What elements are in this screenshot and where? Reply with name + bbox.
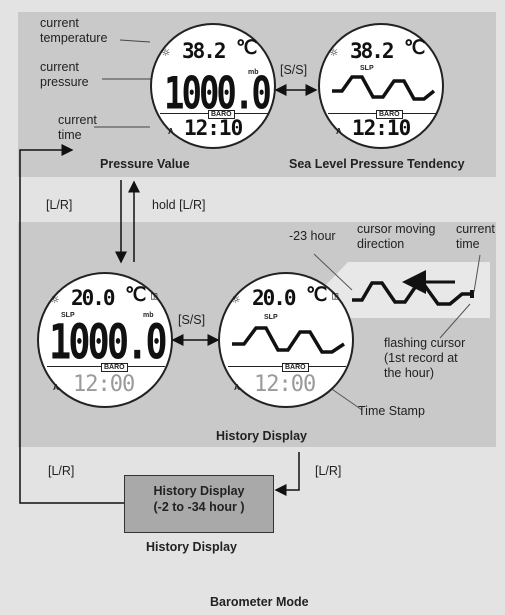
calendar-icon: ◫ xyxy=(332,291,339,302)
label-pressure-value: Pressure Value xyxy=(100,157,190,171)
watch-pressure-value: ☼ 38.2 ℃ mb 1000.0 BARO A 12:10 xyxy=(150,23,276,149)
label-time-stamp: Time Stamp xyxy=(358,404,425,418)
label-history-display-bottom: History Display xyxy=(146,540,238,554)
watch3-alarm: A xyxy=(53,383,59,392)
label-slp-tendency: Sea Level Pressure Tendency xyxy=(289,157,465,171)
watch4-slp: SLP xyxy=(264,314,278,321)
sun-cloud-icon: ☼ xyxy=(162,46,170,61)
label-lr-bottom-right: [L/R] xyxy=(315,464,342,478)
sun-cloud-icon: ☼ xyxy=(51,293,59,308)
watch4-time: 12:00 xyxy=(254,372,316,397)
watch2-alarm: A xyxy=(336,127,342,136)
watch1-mb: mb xyxy=(248,69,259,76)
watch2-temperature: 38.2 xyxy=(350,39,395,63)
watch1-temp-unit: ℃ xyxy=(236,37,258,59)
watch4-temperature: 20.0 xyxy=(252,286,297,310)
label-history-display-mid: History Display xyxy=(216,429,308,443)
watch3-mb: mb xyxy=(143,312,154,319)
history-display-box: History Display(-2 to -34 hour ) xyxy=(124,475,274,533)
watch3-temp-unit: ℃ xyxy=(125,284,147,306)
watch-history-pressure: ☼ 20.0 ℃ ◫ SLP mb 1000.0 BARO A 12:00 xyxy=(37,272,173,408)
watch2-time: 12:10 xyxy=(352,116,411,140)
watch1-time: 12:10 xyxy=(184,116,243,140)
label-barometer-mode: Barometer Mode xyxy=(210,595,309,609)
label-ss-top: [S/S] xyxy=(280,63,308,77)
watch3-slp: SLP xyxy=(61,312,75,319)
label-hold-lr: hold [L/R] xyxy=(152,198,206,212)
watch4-tendency-graph xyxy=(232,326,345,354)
watch-slp-tendency: ☼ 38.2 ℃ SLP BARO A 12:10 xyxy=(318,23,444,149)
watch2-temp-unit: ℃ xyxy=(404,37,426,59)
watch3-baro: BARO xyxy=(101,363,128,372)
sun-cloud-icon: ☼ xyxy=(232,293,240,308)
watch4-baro: BARO xyxy=(282,363,309,372)
watch-history-tendency: ☼ 20.0 ℃ ◫ SLP BARO A 12:00 xyxy=(218,272,354,408)
watch4-alarm: A xyxy=(234,383,240,392)
watch1-alarm: A xyxy=(168,127,174,136)
watch3-temperature: 20.0 xyxy=(71,286,116,310)
watch2-tendency-graph xyxy=(332,75,436,101)
sun-cloud-icon: ☼ xyxy=(330,46,338,61)
watch2-slp: SLP xyxy=(360,65,374,72)
label-lr-left: [L/R] xyxy=(46,198,73,212)
watch3-pressure: 1000.0 xyxy=(49,314,168,370)
label-minus23-hour: -23 hour xyxy=(289,229,336,243)
watch1-baro: BARO xyxy=(208,110,235,119)
watch3-time: 12:00 xyxy=(73,372,135,397)
watch2-baro: BARO xyxy=(376,110,403,119)
label-lr-bottom-left: [L/R] xyxy=(48,464,75,478)
label-ss-mid: [S/S] xyxy=(178,313,206,327)
watch4-temp-unit: ℃ xyxy=(306,284,328,306)
calendar-icon: ◫ xyxy=(151,291,158,302)
watch1-temperature: 38.2 xyxy=(182,39,227,63)
watch1-pressure: 1000.0 xyxy=(164,68,272,121)
